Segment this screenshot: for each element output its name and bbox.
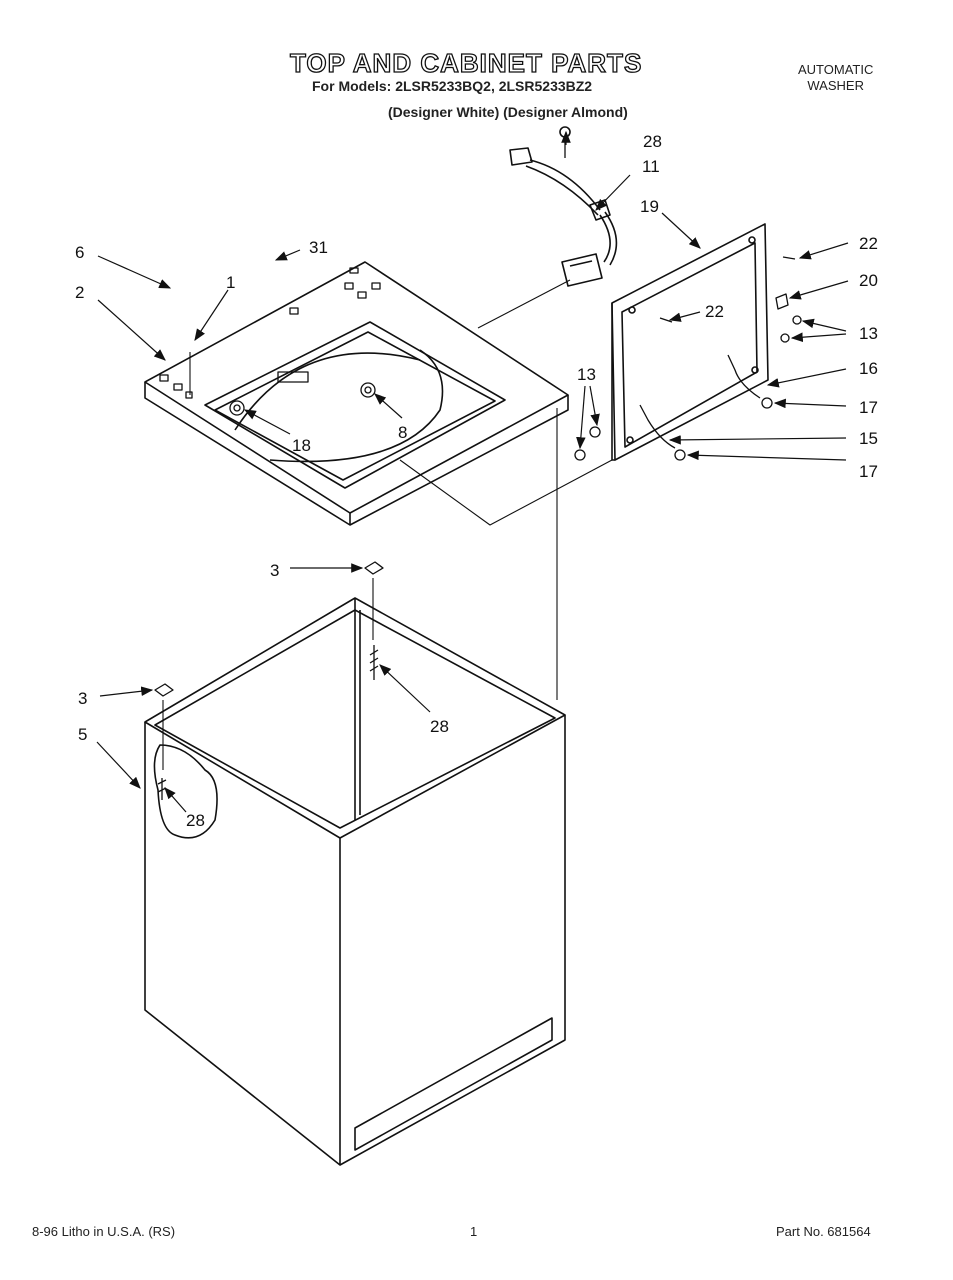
callout-6: 6 [75, 243, 84, 262]
callout-18: 18 [292, 436, 311, 455]
top-panel [144, 261, 569, 526]
part-number: Part No. 681564 [776, 1224, 871, 1239]
cabinet-fasteners [154, 561, 384, 800]
page-title: TOP AND CABINET PARTS [289, 47, 643, 78]
callout-22-right: 22 [859, 234, 878, 253]
appliance-type-line2: WASHER [807, 78, 864, 93]
callout-28-mid: 28 [430, 717, 449, 736]
callout-8: 8 [398, 423, 407, 442]
callout-19: 19 [640, 197, 659, 216]
callout-2: 2 [75, 283, 84, 302]
callout-1: 1 [226, 273, 235, 292]
leader-arrows [96, 130, 849, 813]
callout-13-left: 13 [577, 365, 596, 384]
callout-20: 20 [859, 271, 878, 290]
callout-17-lower: 17 [859, 462, 878, 481]
callout-3-upper: 3 [270, 561, 279, 580]
model-variants: (Designer White) (Designer Almond) [388, 104, 628, 120]
cabinet [144, 597, 566, 1166]
callout-11: 11 [642, 157, 660, 176]
callout-17-upper: 17 [859, 398, 878, 417]
callout-15: 15 [859, 429, 878, 448]
callout-5: 5 [78, 725, 87, 744]
appliance-type: AUTOMATIC WASHER [798, 62, 873, 94]
model-numbers: For Models: 2LSR5233BQ2, 2LSR5233BZ2 [312, 78, 593, 94]
callout-28-top: 28 [643, 132, 662, 151]
litho-note: 8-96 Litho in U.S.A. (RS) [32, 1224, 176, 1239]
guide-lines [162, 279, 613, 770]
console-parts [574, 256, 802, 461]
callout-16: 16 [859, 359, 878, 378]
console-frame [611, 223, 769, 461]
lid-switch-harness [509, 126, 618, 287]
callout-28-low: 28 [186, 811, 205, 830]
callout-22-mid: 22 [705, 302, 724, 321]
appliance-type-line1: AUTOMATIC [798, 62, 874, 77]
callout-13-right: 13 [859, 324, 878, 343]
top-panel-features [159, 267, 381, 416]
page-number: 1 [470, 1224, 478, 1239]
callout-3-lower: 3 [78, 689, 87, 708]
callout-31: 31 [309, 238, 328, 257]
callout-labels: 28 11 19 22 20 22 13 16 17 15 17 13 6 31… [75, 132, 878, 830]
